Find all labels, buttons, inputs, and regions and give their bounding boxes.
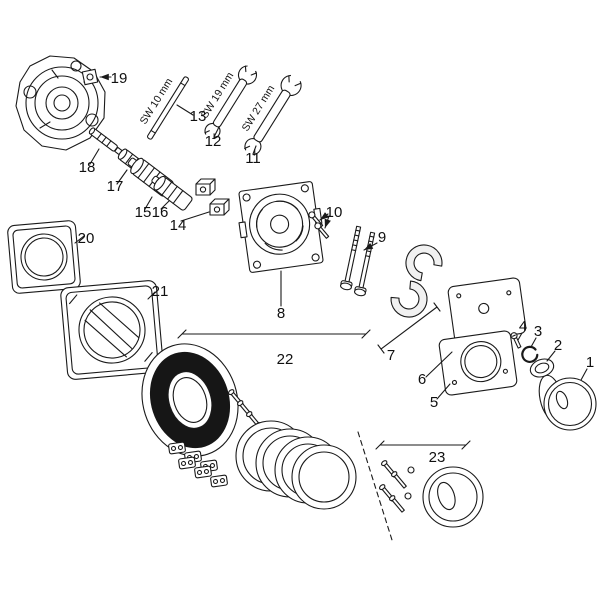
leader-lines <box>74 73 588 400</box>
part-label-14: 14 <box>170 217 187 234</box>
part-label-23: 23 <box>429 449 446 466</box>
part-9-screws <box>339 225 376 297</box>
part-2-seal-ring <box>529 358 555 378</box>
part-22-extension-rings <box>235 420 357 510</box>
part-10-screws <box>308 211 330 239</box>
part-label-15: 15 <box>135 204 152 221</box>
part-label-9: 9 <box>378 229 386 246</box>
part-label-3: 3 <box>534 323 542 340</box>
part-8-basic-set-plate <box>238 181 324 273</box>
part-label-21: 21 <box>152 283 169 300</box>
part-16-cartridge <box>151 175 193 211</box>
part-label-16: 16 <box>152 204 169 221</box>
part-21-escutcheon <box>60 280 164 380</box>
part-label-11: 11 <box>245 150 261 167</box>
part-7-retaining-clips <box>390 244 443 318</box>
part-label-18: 18 <box>79 159 96 176</box>
part-label-12: 12 <box>205 133 222 150</box>
part-22-fixing-clips <box>168 441 228 488</box>
part-5-function-plate <box>438 330 518 396</box>
part-labels: 19 18 17 15 16 14 13 12 11 8 10 9 20 21 … <box>78 70 595 466</box>
part-19-plug <box>81 68 99 86</box>
part-18-spindle <box>88 127 118 152</box>
part-22-seal-disc <box>141 343 239 457</box>
part-label-6: 6 <box>418 371 426 388</box>
part-3-snap-ring <box>521 345 539 363</box>
part-label-20: 20 <box>78 230 95 247</box>
part-label-2: 2 <box>554 337 562 354</box>
part-20-seal-frame <box>7 220 81 294</box>
wrench-sw27 <box>239 68 307 162</box>
hex-key-sw10 <box>147 76 189 140</box>
group-bracket-22 <box>177 329 371 339</box>
part-23-screws <box>379 460 415 513</box>
part-23-cap <box>422 466 484 528</box>
part-label-13: 13 <box>190 108 207 125</box>
part-label-19: 19 <box>111 70 128 87</box>
stop-ring-cube <box>195 178 216 196</box>
part-label-22: 22 <box>277 351 294 368</box>
part-label-7: 7 <box>387 347 395 364</box>
part-1-handle <box>538 374 597 431</box>
wrench-sw19 <box>200 59 262 145</box>
part-label-4: 4 <box>519 318 527 335</box>
part-label-8: 8 <box>277 305 285 322</box>
group-bracket-7 <box>377 302 441 354</box>
part-14-adapter <box>209 198 230 216</box>
group-bracket-23 <box>375 440 471 450</box>
part-label-10: 10 <box>326 204 343 221</box>
part-label-1: 1 <box>586 354 594 371</box>
group-divider-dashed <box>357 431 393 541</box>
part-4-screw <box>510 332 522 349</box>
part-label-5: 5 <box>430 394 438 411</box>
part-label-17: 17 <box>107 178 124 195</box>
rough-in-body <box>15 55 106 151</box>
